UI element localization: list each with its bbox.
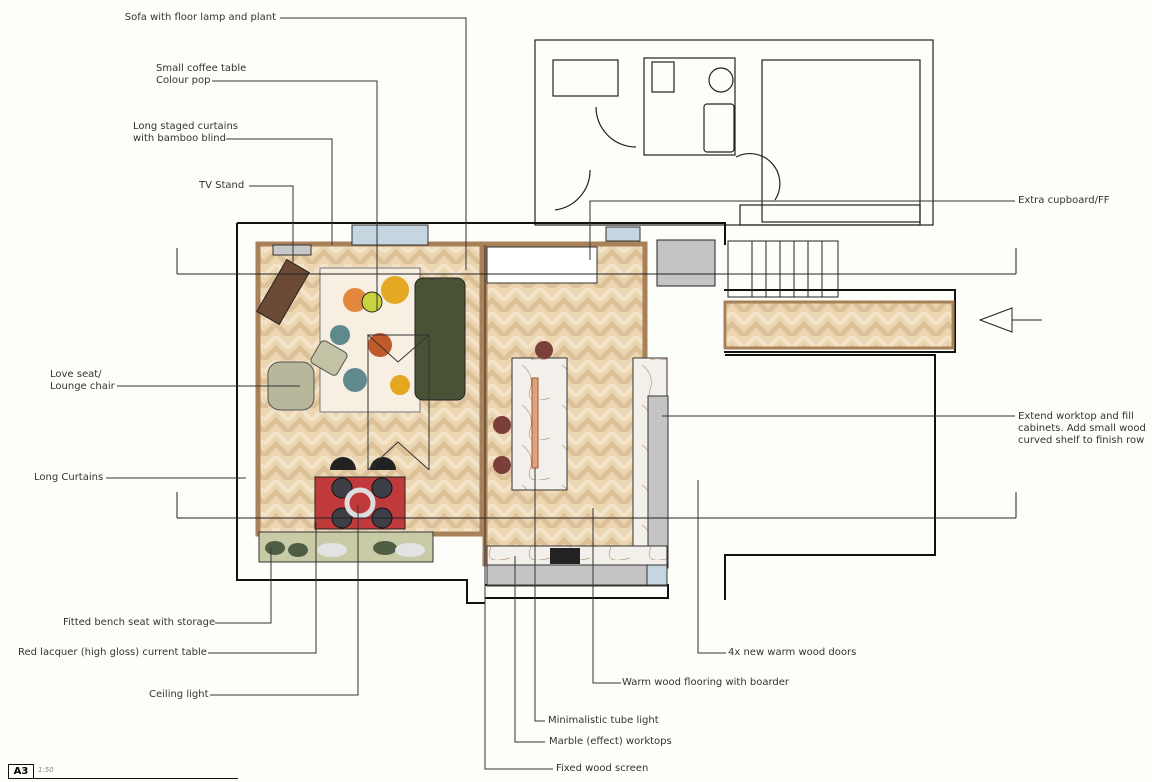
label-extra-cupboard: Extra cupboard/FF <box>1018 195 1110 206</box>
label-bench-seat: Fitted bench seat with storage <box>63 617 216 628</box>
label-tv-stand: TV Stand <box>199 180 245 191</box>
label-tube-light: Minimalistic tube light <box>548 715 659 726</box>
stairs <box>727 240 839 298</box>
label-wood-doors: 4x new warm wood doors <box>728 647 857 658</box>
sofa <box>414 277 466 401</box>
bottom-cabinets <box>486 564 648 586</box>
hall-floor <box>723 300 955 350</box>
hob <box>550 548 580 564</box>
label-long-curtains: Long Curtains <box>34 472 104 483</box>
tv-stand <box>272 244 312 256</box>
title-rule <box>8 778 238 779</box>
leader-lines <box>106 17 1015 770</box>
label-extend-worktop: Extend worktop and fill cabinets. Add sm… <box>1018 411 1146 446</box>
main-walls <box>236 222 956 604</box>
island <box>511 357 568 491</box>
section-lines <box>176 248 1042 519</box>
coffee-table <box>361 291 383 313</box>
label-marble-worktops: Marble (effect) worktops <box>549 736 672 747</box>
label-red-table: Red lacquer (high gloss) current table <box>18 647 207 658</box>
drawing-scale: 1:50 <box>38 766 54 774</box>
label-staged-curtains: Long staged curtains with bamboo blind <box>133 121 238 144</box>
tall-units <box>486 246 598 284</box>
rug <box>319 267 421 413</box>
label-wood-flooring: Warm wood flooring with boarder <box>622 677 789 688</box>
label-sofa: Sofa with floor lamp and plant <box>124 12 276 23</box>
upper-rooms <box>534 39 934 226</box>
label-love-seat: Love seat/ Lounge chair <box>50 369 115 392</box>
media-unit <box>256 258 310 326</box>
side-cabinets <box>647 395 669 569</box>
ceiling-light-fixture <box>344 487 376 519</box>
sheet-id: A3 <box>8 764 34 779</box>
window-top <box>351 224 429 246</box>
label-wood-screen: Fixed wood screen <box>556 763 649 774</box>
ottoman <box>310 340 348 376</box>
label-ceiling-light: Ceiling light <box>149 689 209 700</box>
label-coffee-table: Small coffee table Colour pop <box>156 63 247 86</box>
fridge <box>656 239 716 287</box>
tube-light <box>531 377 539 469</box>
sheet-title-block: A3 1:50 <box>8 764 238 779</box>
